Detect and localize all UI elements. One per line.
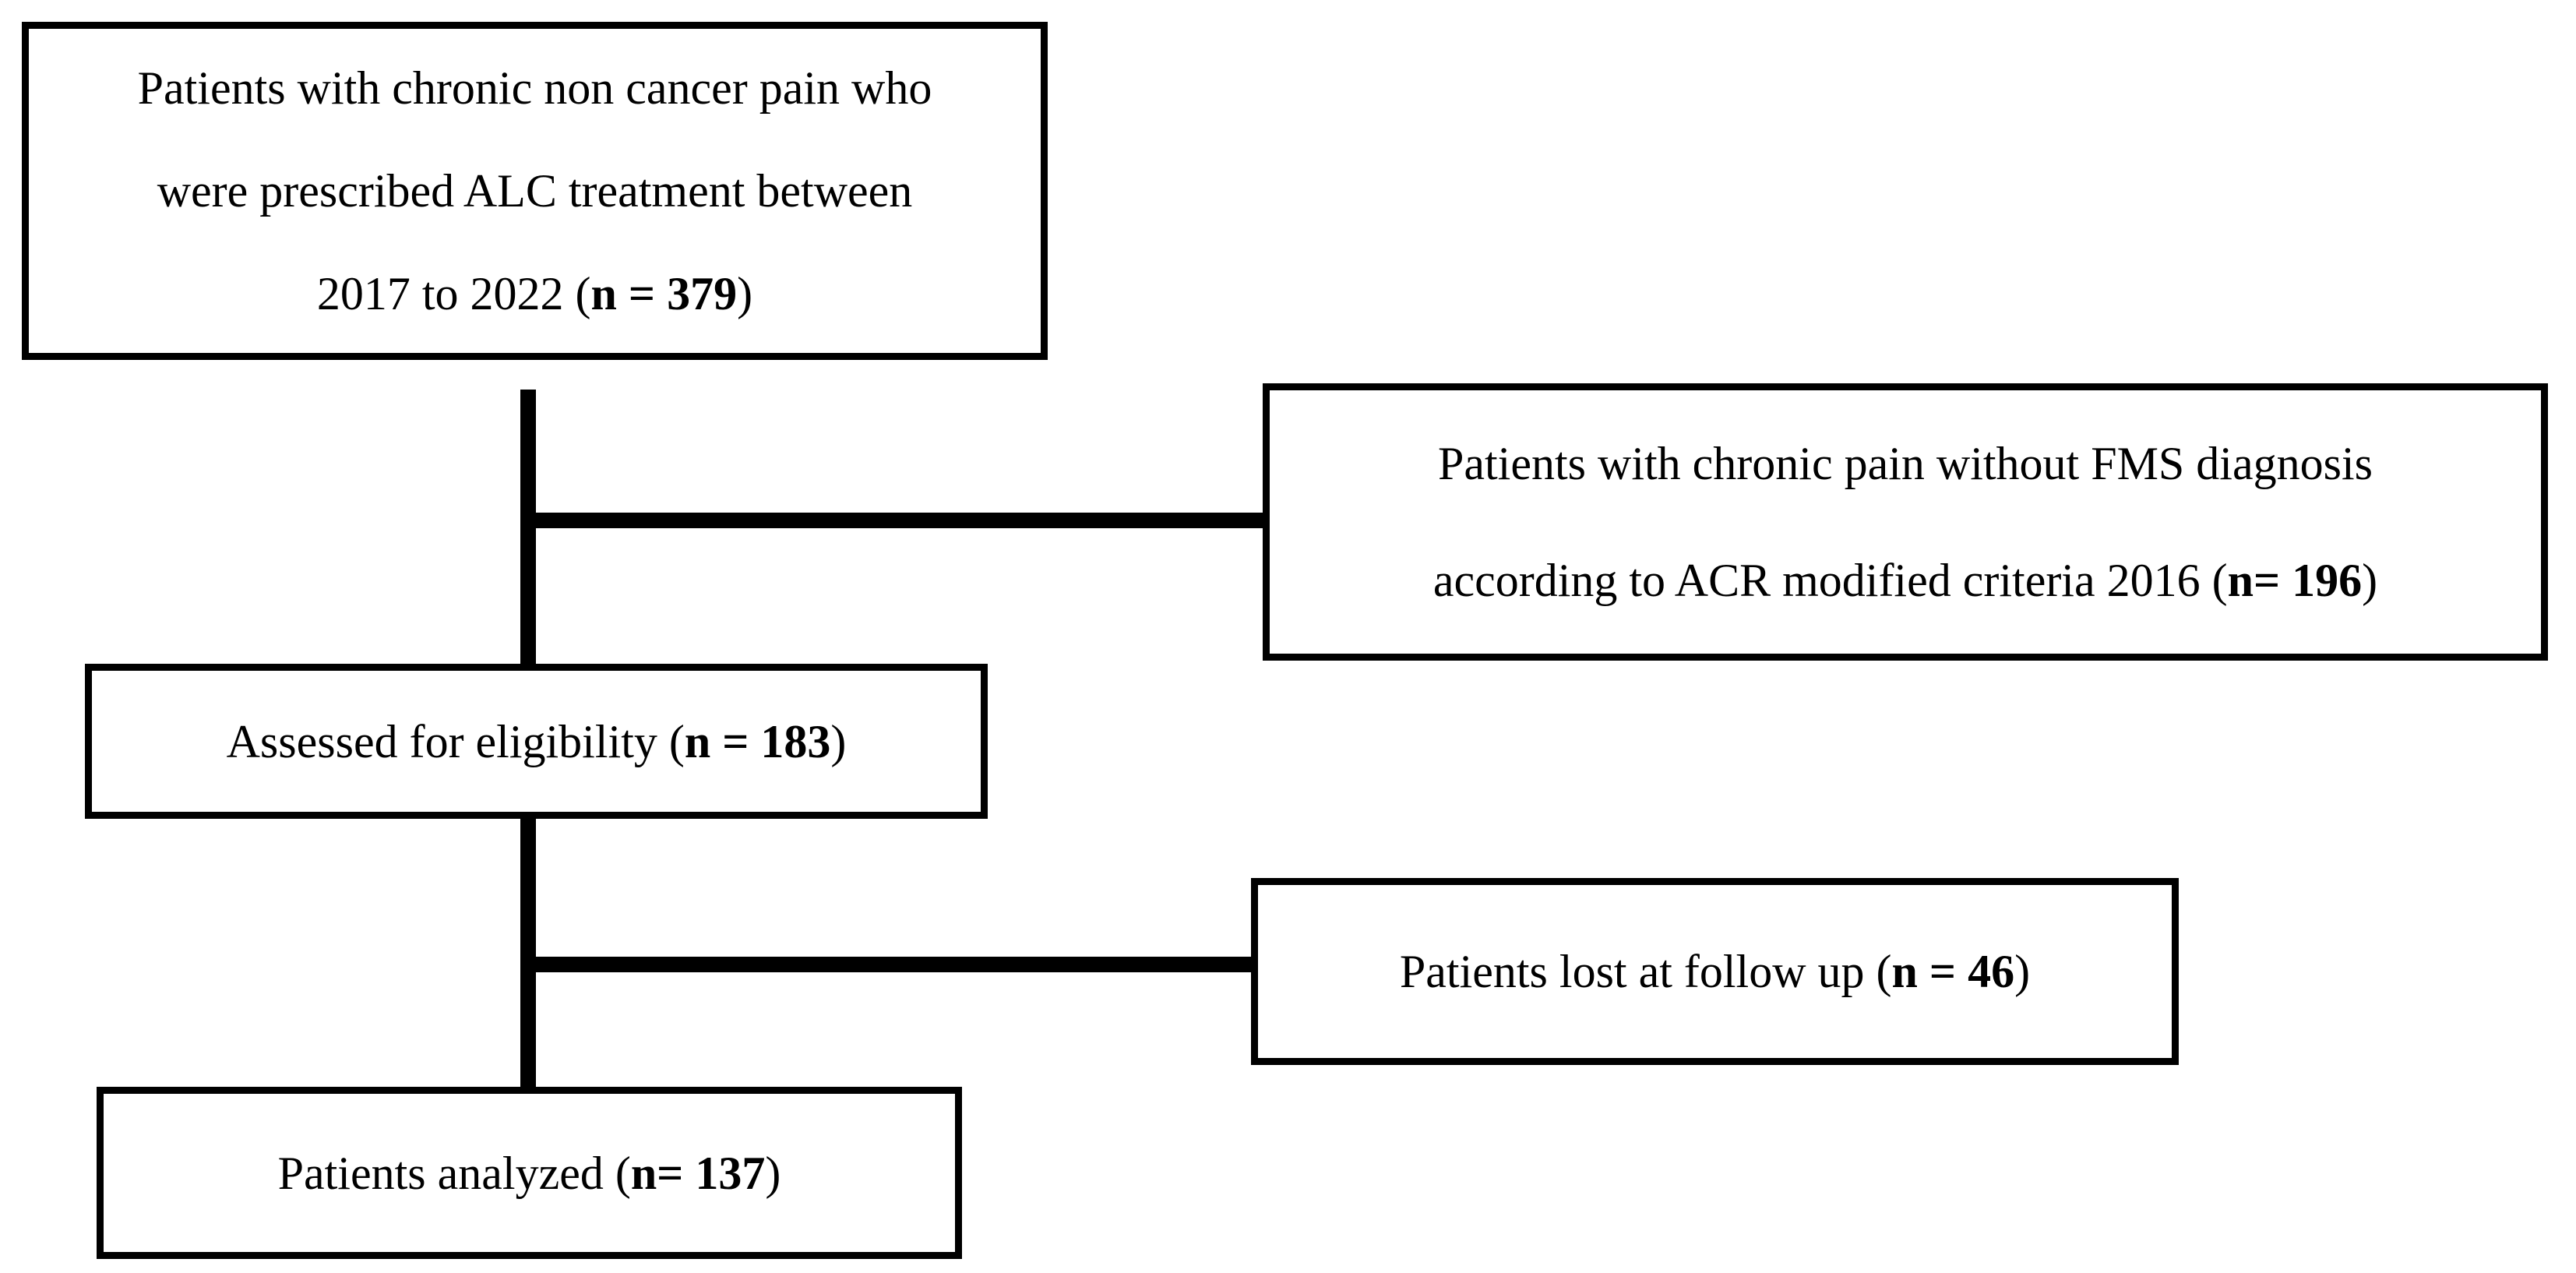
text-segment: Assessed for eligibility (	[226, 715, 685, 767]
text-segment: )	[737, 268, 753, 319]
flow-box-lost-followup: Patients lost at follow up (n = 46)	[1251, 878, 2179, 1065]
text-segment: 2017 to 2022 (	[316, 268, 591, 319]
connector-branch-to-excluded-fms	[536, 513, 1263, 528]
text-segment: )	[2362, 555, 2378, 606]
box-line: 2017 to 2022 (n = 379)	[317, 242, 752, 345]
text-segment: )	[830, 715, 847, 767]
box-line: Patients with chronic pain without FMS d…	[1438, 405, 2373, 522]
box-line: Patients lost at follow up (n = 46)	[1400, 920, 2030, 1023]
box-line: Patients with chronic non cancer pain wh…	[138, 37, 932, 139]
text-segment: according to ACR modified criteria 2016 …	[1432, 555, 2228, 606]
connector-branch-to-lost-followup	[536, 957, 1251, 972]
connector-vertical-population-to-assessed	[520, 390, 536, 664]
box-line: Patients analyzed (n= 137)	[278, 1122, 781, 1225]
flow-box-analyzed: Patients analyzed (n= 137)	[97, 1087, 962, 1259]
text-segment: )	[765, 1147, 781, 1199]
flow-box-population: Patients with chronic non cancer pain wh…	[22, 22, 1048, 360]
box-line: Assessed for eligibility (n = 183)	[227, 690, 847, 793]
text-segment: Patients with chronic pain without FMS d…	[1438, 438, 2373, 489]
text-segment: Patients analyzed (	[277, 1147, 631, 1199]
box-line: according to ACR modified criteria 2016 …	[1433, 522, 2377, 639]
text-segment: )	[2014, 946, 2031, 997]
connector-vertical-assessed-to-analyzed	[520, 819, 536, 1087]
text-segment: Patients lost at follow up (	[1399, 946, 1892, 997]
n-count: n= 196	[2227, 555, 2363, 606]
n-count: n = 379	[590, 268, 738, 319]
flow-box-assessed: Assessed for eligibility (n = 183)	[85, 664, 988, 819]
n-count: n = 183	[684, 715, 831, 767]
n-count: n= 137	[630, 1147, 766, 1199]
n-count: n = 46	[1891, 946, 2015, 997]
box-line: were prescribed ALC treatment between	[157, 139, 913, 242]
text-segment: Patients with chronic non cancer pain wh…	[137, 62, 932, 114]
text-segment: were prescribed ALC treatment between	[157, 165, 913, 217]
flow-box-excluded-fms: Patients with chronic pain without FMS d…	[1263, 383, 2548, 661]
